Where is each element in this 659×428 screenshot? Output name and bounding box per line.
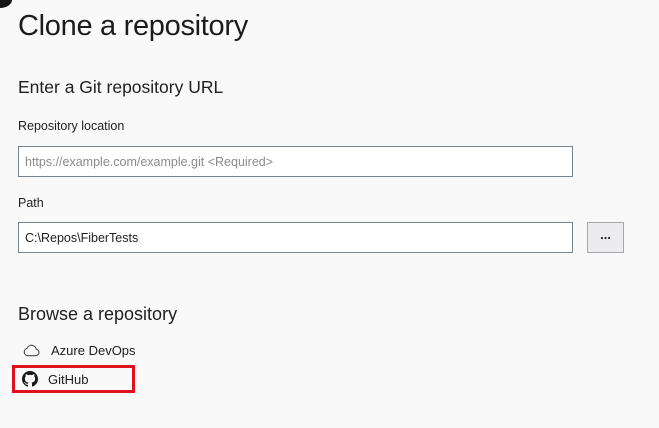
corner-artifact — [0, 0, 12, 8]
browse-section-heading: Browse a repository — [18, 304, 178, 324]
path-input[interactable] — [18, 222, 573, 253]
browse-item-github[interactable]: GitHub — [15, 368, 88, 390]
page-title: Clone a repository — [18, 10, 248, 42]
highlight-annotation: GitHub — [12, 365, 135, 393]
browse-path-button[interactable]: ... — [587, 222, 624, 253]
repository-location-label: Repository location — [18, 119, 125, 133]
url-section-heading: Enter a Git repository URL — [18, 77, 224, 97]
browse-item-label: GitHub — [48, 371, 89, 387]
repository-location-input[interactable] — [18, 146, 573, 177]
browse-item-label: Azure DevOps — [51, 342, 136, 358]
path-label: Path — [18, 196, 44, 210]
azure-devops-cloud-icon — [22, 344, 41, 357]
browse-item-azure-devops[interactable]: Azure DevOps — [22, 340, 136, 360]
github-icon — [22, 371, 38, 387]
